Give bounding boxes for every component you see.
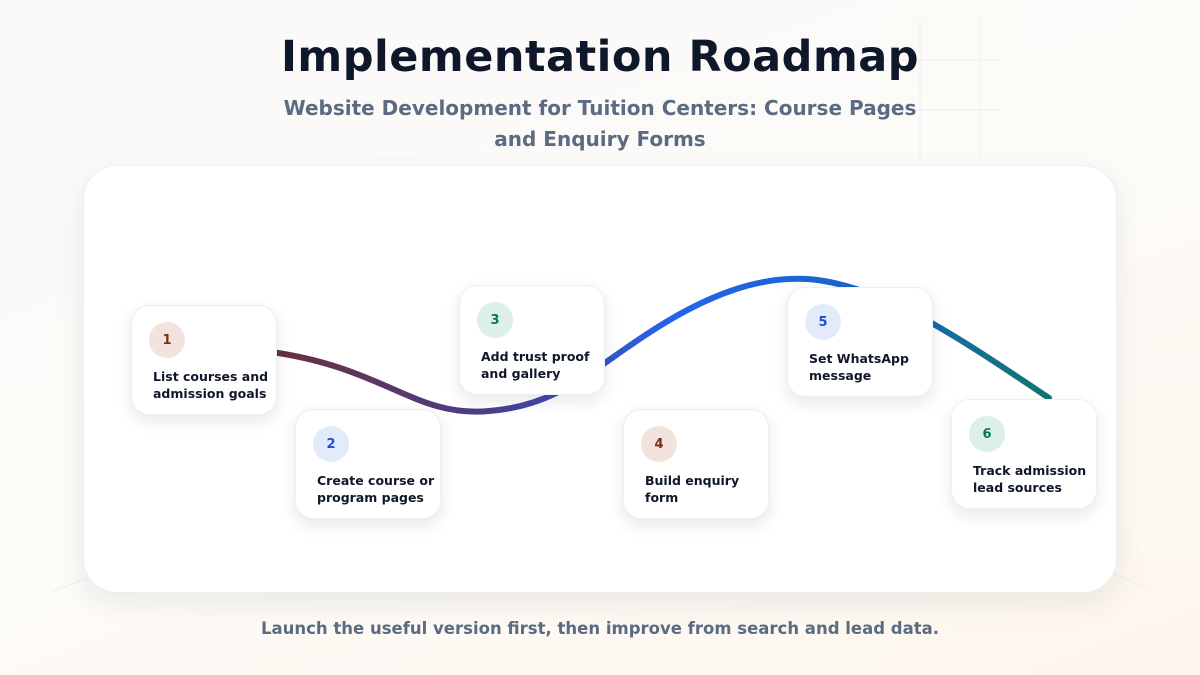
step-label: Set WhatsApp message <box>809 351 909 383</box>
roadmap-step-4: 4 Build enquiry form <box>623 409 769 519</box>
step-number-badge: 1 <box>149 322 185 358</box>
roadmap-panel: 1 List courses and admission goals 2 Cre… <box>83 165 1117 593</box>
step-number-badge: 5 <box>805 304 841 340</box>
footer-note: Launch the useful version first, then im… <box>260 619 940 638</box>
roadmap-step-6: 6 Track admission lead sources <box>951 399 1097 509</box>
step-label: Add trust proof and gallery <box>481 349 590 381</box>
step-number-badge: 2 <box>313 426 349 462</box>
step-label: Track admission lead sources <box>973 463 1087 495</box>
step-number-badge: 6 <box>969 416 1005 452</box>
step-number-badge: 3 <box>477 302 513 338</box>
roadmap-step-5: 5 Set WhatsApp message <box>787 287 933 397</box>
page-subtitle: Website Development for Tuition Centers:… <box>283 96 917 151</box>
step-label: Create course or program pages <box>317 473 435 505</box>
roadmap-step-3: 3 Add trust proof and gallery <box>459 285 605 395</box>
step-label: Build enquiry form <box>645 473 740 505</box>
roadmap-step-2: 2 Create course or program pages <box>295 409 441 519</box>
page-title: Implementation Roadmap <box>280 32 920 82</box>
roadmap-step-1: 1 List courses and admission goals <box>131 305 277 415</box>
step-number-badge: 4 <box>641 426 677 462</box>
step-label: List courses and admission goals <box>153 369 269 401</box>
